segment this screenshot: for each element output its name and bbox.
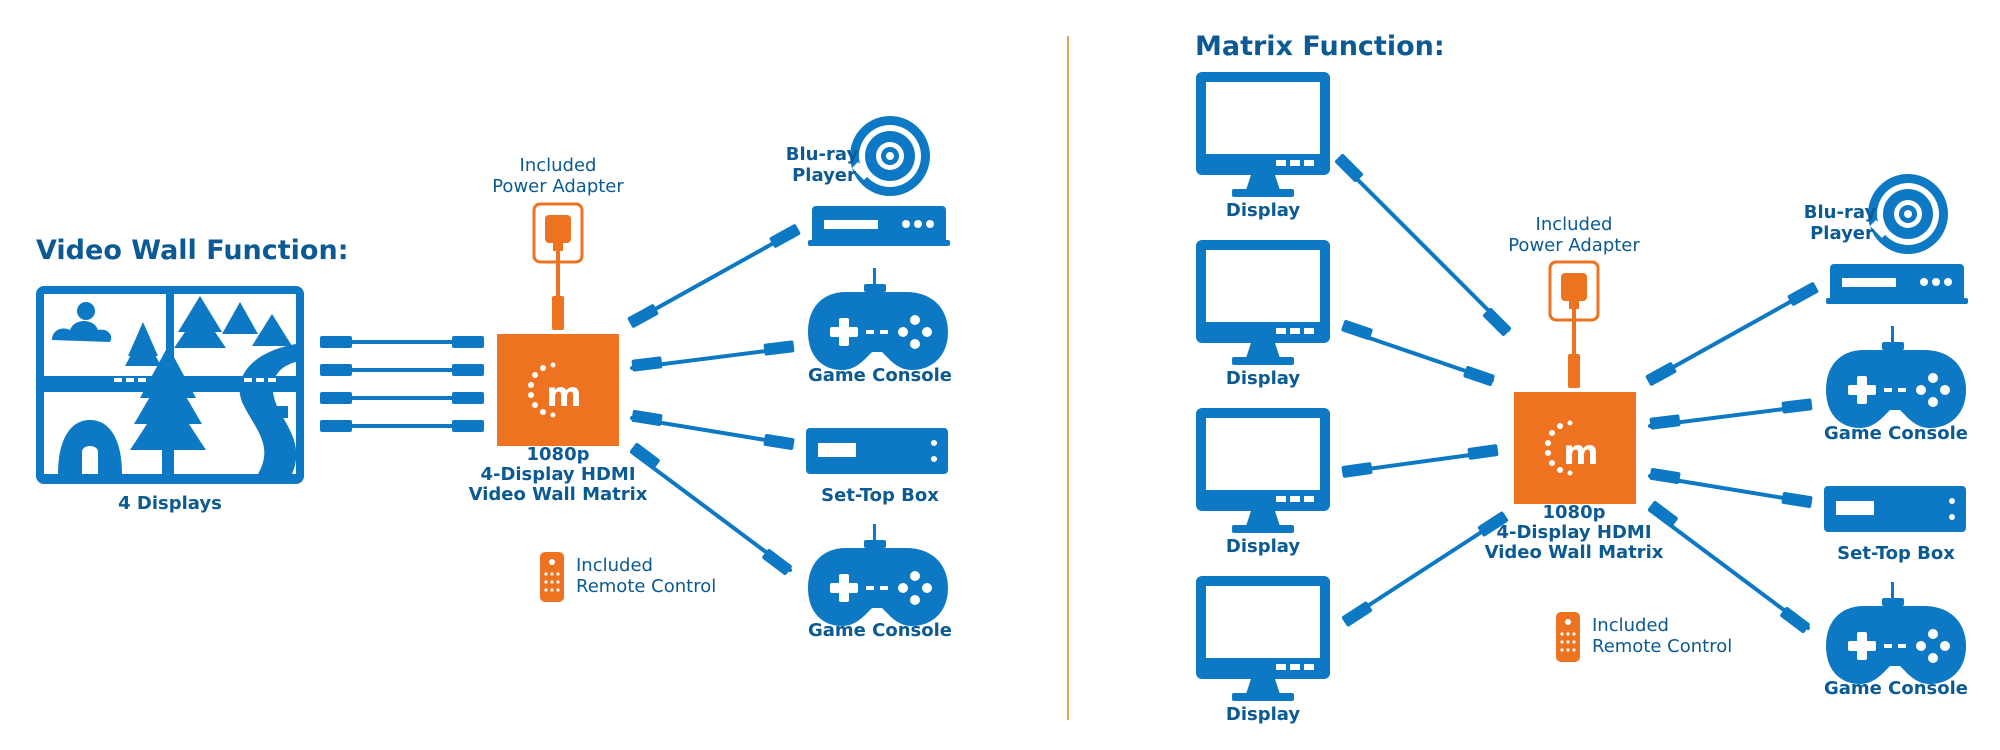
mx-game-console-icon-2 — [1826, 582, 1966, 684]
mx-display-icon-3 — [1196, 408, 1330, 533]
mx-matrix-logo: m — [1563, 433, 1598, 473]
video-wall-4-displays-icon — [36, 286, 304, 484]
vw-matrix-label-line1: 1080p — [527, 444, 590, 465]
wall-to-matrix-cables — [320, 336, 484, 432]
mx-remote-label-line2: Remote Control — [1592, 636, 1732, 657]
mx-game-console-label-1: Game Console — [1824, 423, 1968, 444]
mx-display-label-4: Display — [1226, 704, 1300, 725]
vw-bluray-label-line2: Player — [792, 165, 856, 186]
mx-matrix-label-line2: 4-Display HDMI — [1496, 522, 1651, 543]
vw-matrix-label-line2: 4-Display HDMI — [480, 464, 635, 485]
matrix-function-title: Matrix Function: — [1195, 31, 1445, 62]
mx-remote-label-line1: Included — [1592, 615, 1669, 636]
mx-bluray-label-line1: Blu-ray — [1804, 202, 1877, 223]
mx-settop-box-icon — [1824, 486, 1966, 532]
mx-source-cables — [1645, 282, 1819, 634]
mx-matrix-device: m — [1514, 392, 1636, 504]
vw-power-adapter-icon — [532, 202, 584, 332]
mx-power-label-line2: Power Adapter — [1508, 235, 1640, 256]
vw-bluray-label-line1: Blu-ray — [786, 144, 859, 165]
mx-display-label-1: Display — [1226, 200, 1300, 221]
vw-remote-icon — [540, 552, 564, 602]
vw-power-label-line1: Included — [520, 155, 597, 176]
mx-matrix-label-line3: Video Wall Matrix — [1485, 542, 1664, 563]
mx-game-console-icon-1 — [1826, 326, 1966, 428]
video-wall-title: Video Wall Function: — [36, 235, 349, 266]
mx-display-label-2: Display — [1226, 368, 1300, 389]
vw-settop-box-icon — [806, 428, 948, 474]
mx-matrix-label-line1: 1080p — [1543, 502, 1606, 523]
mx-display-icon-2 — [1196, 240, 1330, 365]
vw-game-console-icon-1 — [808, 268, 948, 370]
mx-power-adapter-icon — [1548, 260, 1600, 390]
vw-matrix-logo: m — [546, 375, 581, 415]
mx-remote-icon — [1556, 612, 1580, 662]
mx-bluray-label-line2: Player — [1810, 223, 1874, 244]
mx-display-icon-1 — [1196, 72, 1330, 197]
vw-game-console-label-2: Game Console — [808, 620, 952, 641]
vw-settop-box-label: Set-Top Box — [821, 485, 939, 506]
vw-remote-label-line2: Remote Control — [576, 576, 716, 597]
mx-display-cables — [1334, 153, 1512, 627]
mx-display-icon-4 — [1196, 576, 1330, 701]
vw-source-cables — [627, 224, 801, 576]
vw-remote-label-line1: Included — [576, 555, 653, 576]
mx-power-label-line1: Included — [1536, 214, 1613, 235]
four-displays-label: 4 Displays — [118, 493, 222, 514]
vw-game-console-label-1: Game Console — [808, 365, 952, 386]
vw-matrix-device: m — [497, 334, 619, 446]
mx-display-label-3: Display — [1226, 536, 1300, 557]
vw-power-label-line2: Power Adapter — [492, 176, 624, 197]
mx-game-console-label-2: Game Console — [1824, 678, 1968, 699]
vw-game-console-icon-2 — [808, 524, 948, 626]
mx-settop-box-label: Set-Top Box — [1837, 543, 1955, 564]
vw-matrix-label-line3: Video Wall Matrix — [469, 484, 648, 505]
